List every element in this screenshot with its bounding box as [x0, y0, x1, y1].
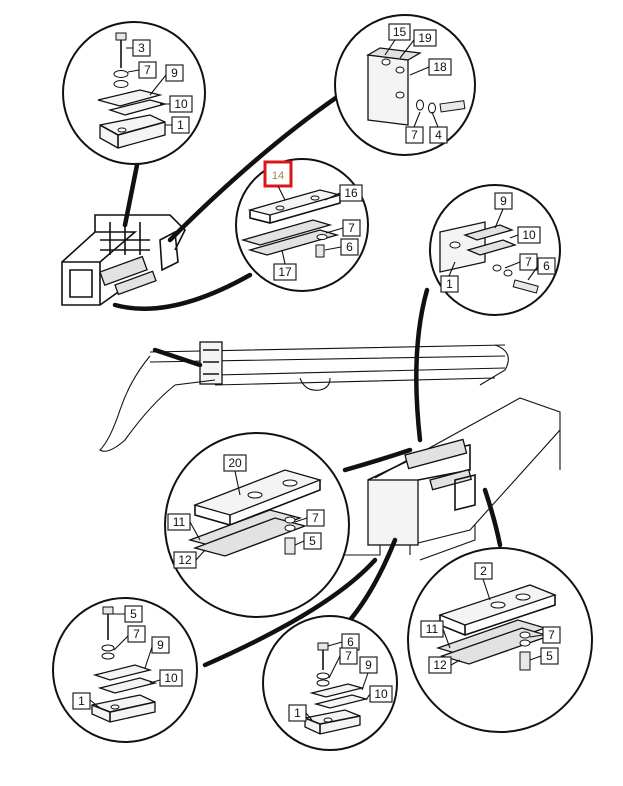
- part-label-12: 12: [178, 553, 192, 567]
- part-label-5: 5: [309, 534, 316, 548]
- part-label-7: 7: [345, 649, 352, 663]
- detail-circle-4: 9 10 7 6 1: [429, 184, 561, 316]
- main-frame-drawing: [61, 214, 561, 561]
- part-label-5: 5: [546, 649, 553, 663]
- part-label-1: 1: [177, 118, 184, 132]
- part-label-2: 2: [480, 564, 487, 578]
- part-label-10: 10: [164, 671, 178, 685]
- part-label-10: 10: [374, 687, 388, 701]
- part-label-9: 9: [500, 194, 507, 208]
- detail-circle-2: 15 19 18 7 4: [334, 14, 476, 156]
- part-label-10: 10: [522, 228, 536, 242]
- part-label-7: 7: [348, 221, 355, 235]
- part-label-14-highlighted: 14: [272, 170, 284, 182]
- part-label-11: 11: [173, 515, 186, 529]
- part-label-3: 3: [138, 41, 145, 55]
- part-label-15: 15: [393, 25, 407, 39]
- part-label-10: 10: [174, 97, 188, 111]
- part-label-1: 1: [78, 694, 85, 708]
- part-label-9: 9: [171, 66, 178, 80]
- part-label-4: 4: [435, 128, 442, 142]
- detail-circle-7: 5 7 9 10 1: [52, 597, 198, 743]
- part-label-1: 1: [294, 706, 301, 720]
- part-label-16: 16: [344, 186, 358, 200]
- part-label-18: 18: [433, 60, 447, 74]
- detail-circle-1: 3 7 9 10 1: [62, 21, 206, 165]
- part-label-7: 7: [133, 627, 140, 641]
- part-label-12: 12: [433, 658, 447, 672]
- part-label-7: 7: [312, 511, 319, 525]
- part-label-20: 20: [228, 456, 242, 470]
- detail-circle-8: 6 7 9 10 1: [262, 615, 398, 751]
- part-label-11: 11: [426, 622, 439, 636]
- detail-circle-5: 20 11 7 12 5: [164, 432, 350, 618]
- part-label-6: 6: [347, 635, 354, 649]
- part-label-7: 7: [144, 63, 151, 77]
- part-label-7: 7: [525, 255, 532, 269]
- part-label-7: 7: [411, 128, 418, 142]
- detail-circle-6: 2 11 7 12 5: [407, 547, 593, 733]
- part-label-9: 9: [157, 638, 164, 652]
- part-label-6: 6: [346, 240, 353, 254]
- part-label-1: 1: [446, 277, 453, 291]
- part-label-19: 19: [418, 31, 432, 45]
- detail-circle-3: 14 16 7 6 17: [235, 158, 369, 292]
- leader-lines: [112, 92, 503, 668]
- part-label-7: 7: [548, 628, 555, 642]
- part-label-5: 5: [130, 607, 137, 621]
- part-label-6: 6: [543, 259, 550, 273]
- part-label-17: 17: [278, 265, 292, 279]
- part-label-9: 9: [365, 658, 372, 672]
